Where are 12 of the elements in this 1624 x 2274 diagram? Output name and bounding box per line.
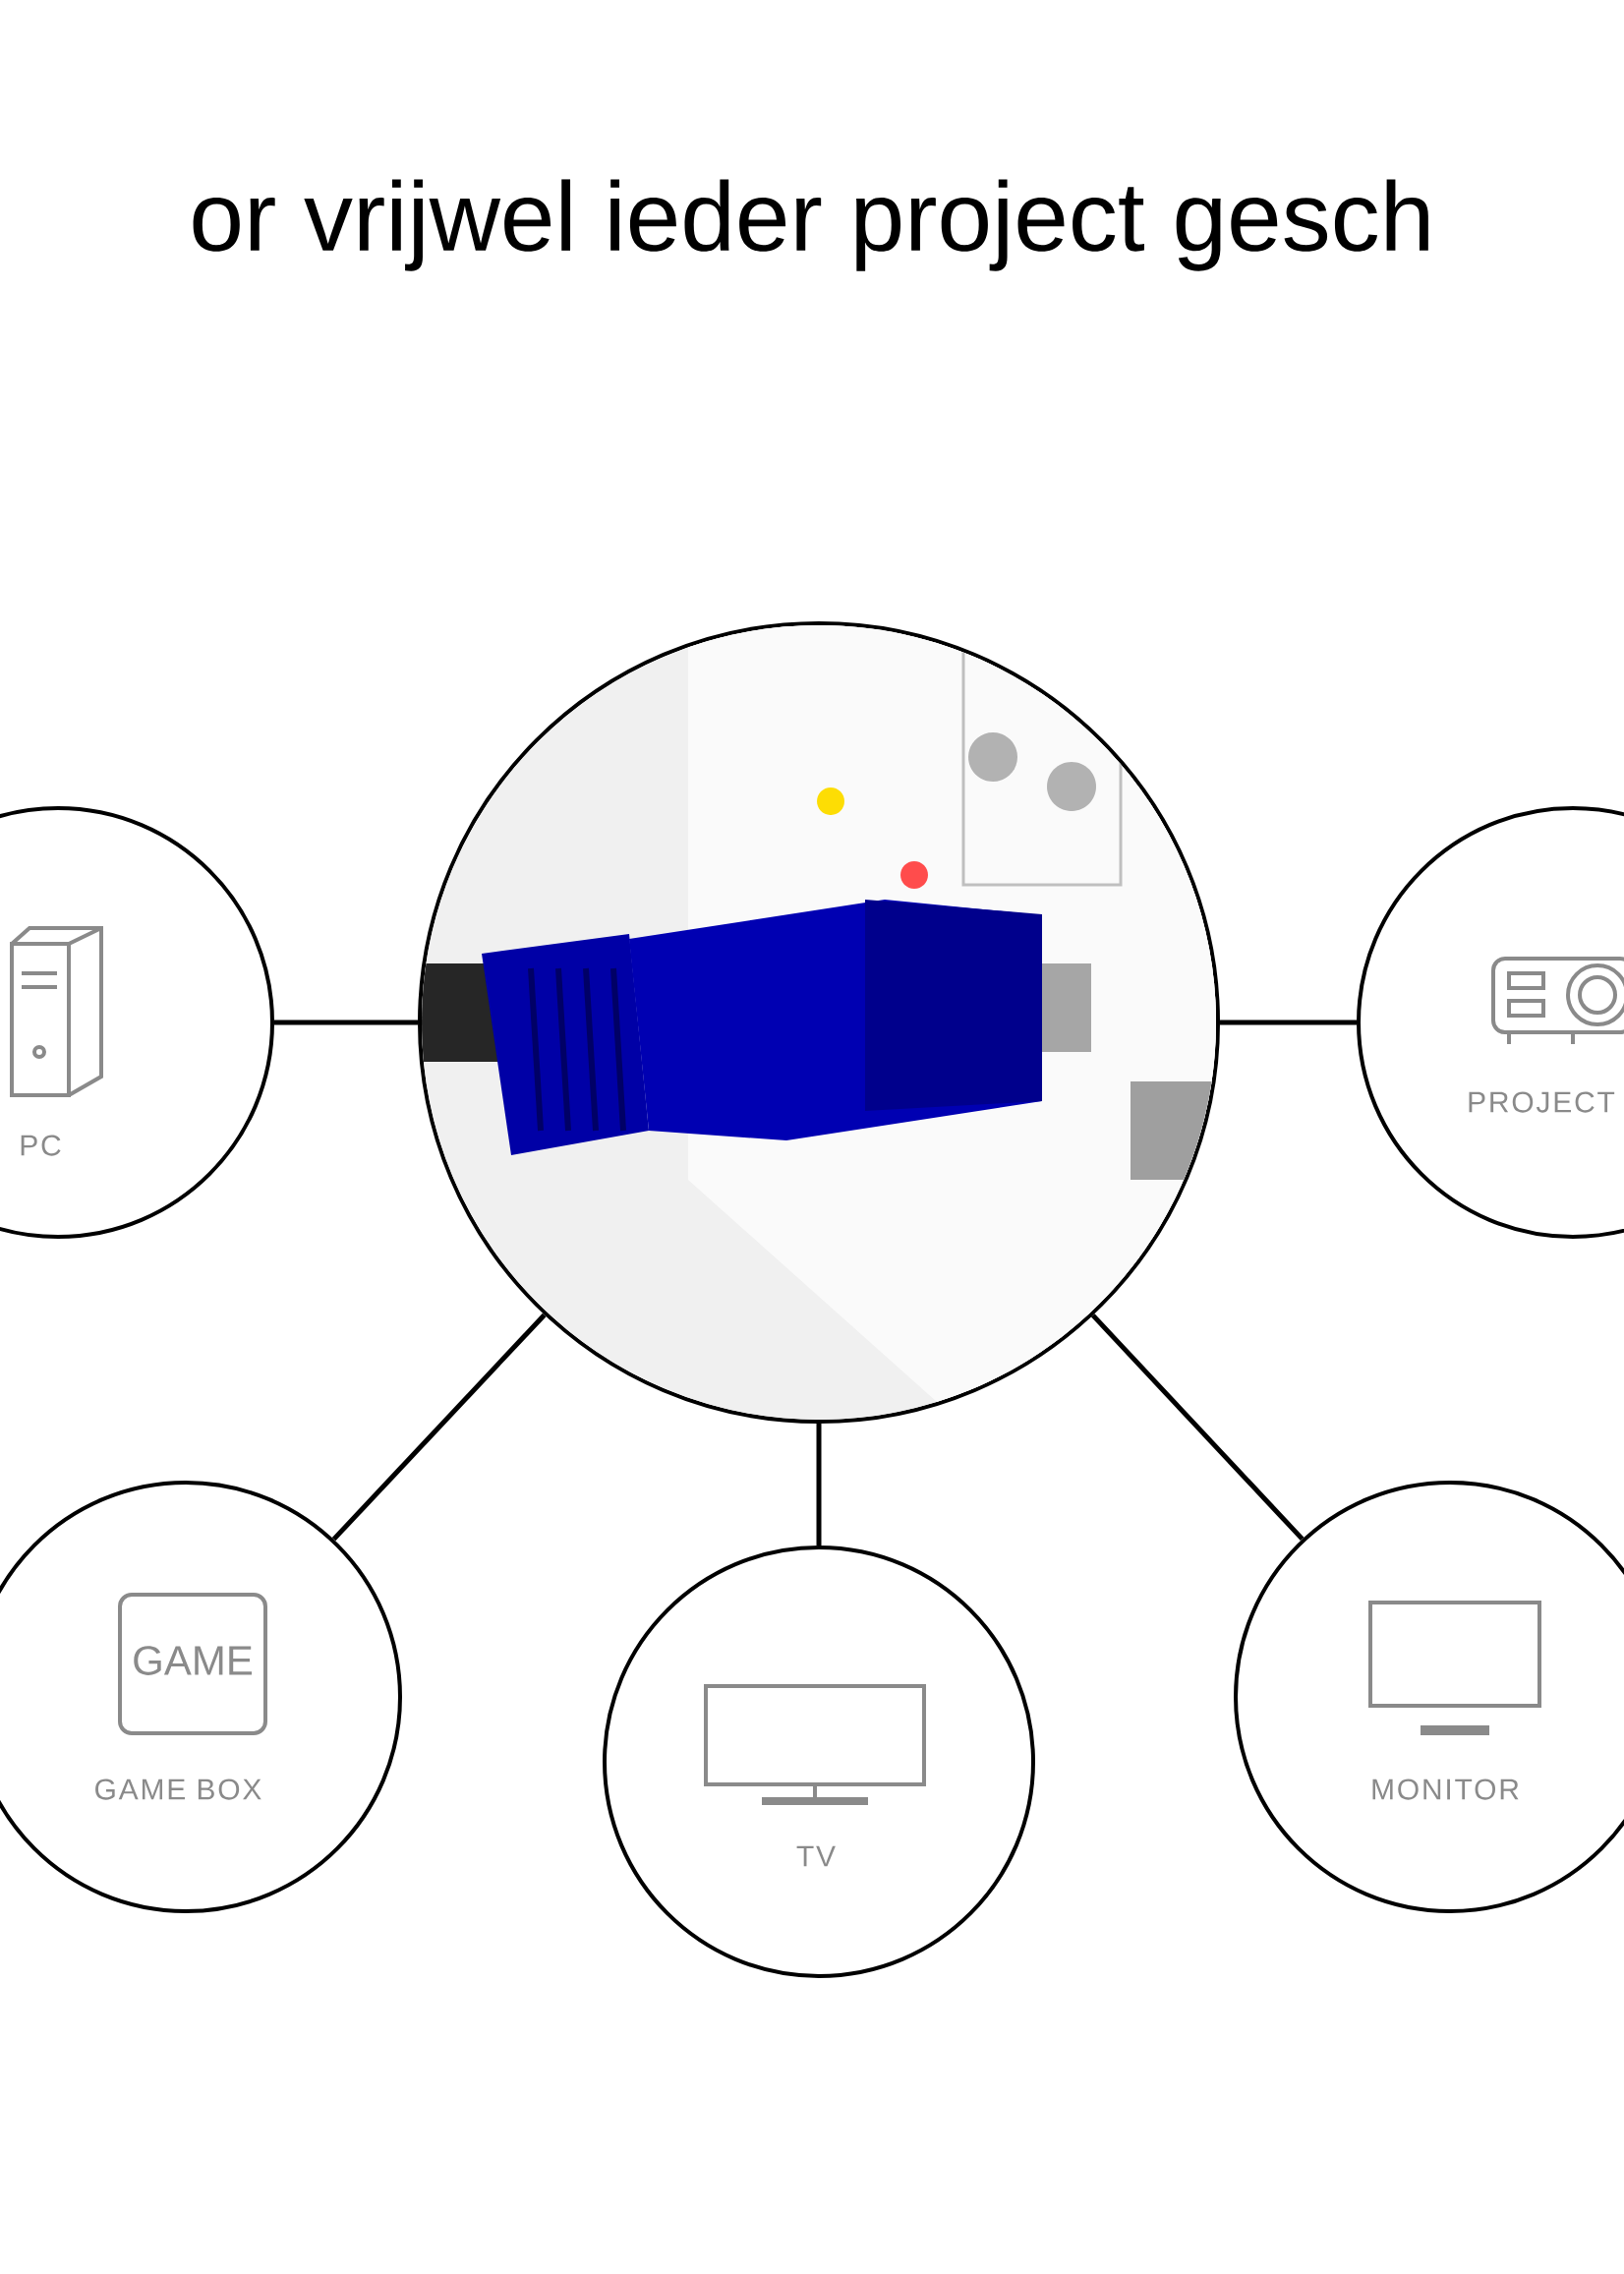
title: or vrijwel ieder project gesch: [193, 179, 1428, 271]
device-label: GAME BOX: [95, 1778, 261, 1800]
connector-line: [274, 1020, 418, 1025]
device-label: PROJECT: [1469, 1091, 1615, 1113]
device-label: PC: [21, 1135, 61, 1156]
connector-line: [816, 1424, 822, 1545]
device-label: TV: [796, 1845, 836, 1867]
connector-line: [331, 1312, 547, 1542]
connector-line: [1220, 1020, 1357, 1025]
icon-label: GAME: [134, 1646, 253, 1675]
connector-line: [1090, 1313, 1305, 1542]
device-label: MONITOR: [1372, 1778, 1519, 1800]
